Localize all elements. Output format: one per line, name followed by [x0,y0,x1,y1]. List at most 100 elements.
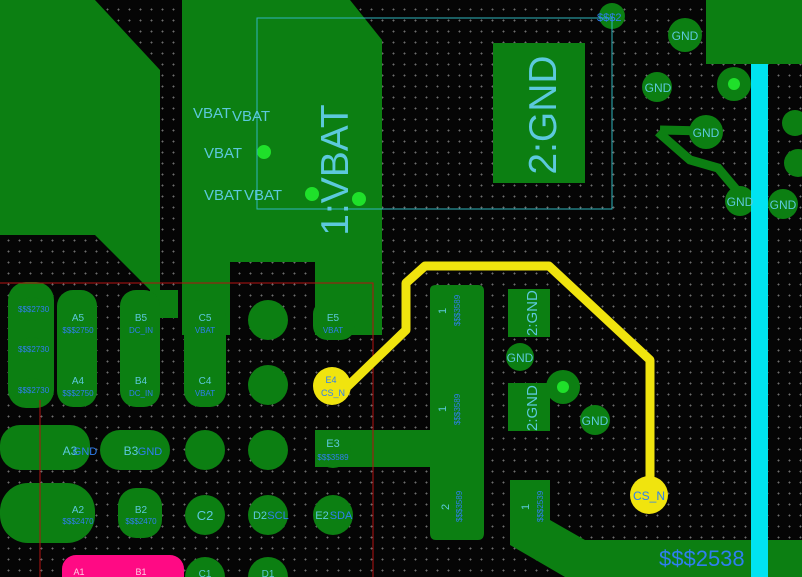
left-pad-via-2 [20,337,44,361]
bga-ball-d2 [248,495,288,535]
bga-pad-a5 [57,290,97,407]
bga-ref-b5: B5 [135,313,148,324]
bga-ref-c5: C5 [199,313,212,324]
left-pad-via-3 [20,378,44,402]
copper-strip-row3 [0,425,90,470]
left-pad-net-3: $$$2730 [18,386,50,395]
bga-ref-e3: E3 [326,438,339,450]
gnd-pad-label-1: 2:GND [524,290,541,336]
left-pad-via-1 [20,297,44,321]
battery-keepout-outline [256,17,613,210]
bottom-net-label: $$$2538 [659,546,745,571]
bga-net-b4: DC_IN [129,389,153,398]
gnd-via-label-1: GND [672,29,699,43]
resistor1-net-3: $$$3589 [455,490,464,522]
gnd-via-center-1 [728,78,740,90]
corner-net-label: $$$2 [597,12,621,24]
bga-net-a4: $$$2750 [62,389,94,398]
bga-ref-d2: D2 [253,510,267,522]
copper-pour-left [0,0,178,318]
resistor1-pin1-b: 1 [437,406,449,412]
cs-n-highlight-trace[interactable] [333,261,655,493]
bga-ref-c2: C2 [197,508,214,523]
top-via [599,3,625,29]
battery-pos-label: 1:VBAT [314,104,357,236]
bga-ref-e4: E4 [325,375,336,385]
gnd-via-label-4: GND [727,195,754,209]
bga-net-b5: DC_IN [129,326,153,335]
bga-pad-b2 [118,488,162,538]
bga-net-b3: GND [138,446,163,458]
vbat-via-2 [305,187,319,201]
gnd-via-mid-3 [768,189,798,219]
cs-n-testpoint-label: CS_N [633,489,665,503]
bga-ref-e2: E2 [315,510,328,522]
cyan-trace [751,64,768,577]
bga-ref-e5: E5 [327,313,340,324]
bga-ball-c2 [185,495,225,535]
vbat-via-label-1: VBAT [193,105,231,122]
gnd-via-label-7: GND [582,414,609,428]
gnd-trace-right [655,128,749,203]
gnd-via-label-3: GND [693,126,720,140]
resistor-gnd-pad-1 [508,289,550,337]
bga-ref-b1: B1 [135,567,146,577]
gnd-pad-label-2: 2:GND [524,385,541,431]
gnd-via-label-6: GND [507,351,534,365]
copper-strip-b3 [100,430,170,470]
bga-net-e2: SDA [330,510,353,522]
gnd-via-r3 [580,405,610,435]
bga-outline-top [0,282,374,577]
gnd-via-center-2 [557,381,569,393]
bga-ref-b3: B3 [124,444,139,458]
vbat-via-label-2: VBAT [232,108,270,125]
gnd-via-top-1 [668,18,702,52]
copper-pour-e3 [315,285,484,540]
left-pad-net-1: $$$2730 [18,305,50,314]
resistor2-pin1: 1 [520,504,532,510]
bga-ref-a2: A2 [72,505,85,516]
bga-ball-e3 [315,432,351,468]
resistor1-pin2: 2 [440,504,452,510]
copper-pour-top-right [706,0,802,64]
bga-net-a2: $$$2470 [62,517,94,526]
bga-pad-a1-magenta [62,555,184,577]
gnd-via-top-2 [642,72,672,102]
gnd-via-mid-1 [689,115,723,149]
bga-ref-a4: A4 [72,376,85,387]
bga-net-e3: $$$3589 [317,453,349,462]
bga-pad-a2 [0,483,95,543]
bga-net-c5: VBAT [195,326,215,335]
resistor1-net-2: $$$3589 [453,393,462,425]
resistor1-net-1: $$$3589 [453,294,462,326]
gnd-via-edge-1 [782,110,802,136]
bga-net-a5: $$$2750 [62,326,94,335]
bga-ref-a3: A3 [63,444,78,458]
bga-ball-d5 [248,300,288,340]
battery-neg-label: 2:GND [522,55,565,174]
left-pad-net-2: $$$2730 [18,345,50,354]
bga-net-e4: CS_N [321,388,345,398]
gnd-via-label-5: GND [770,198,797,212]
bga-ref-b4: B4 [135,376,148,387]
bga-pad-e5 [313,300,355,340]
resistor-gnd-pad-2 [508,383,550,431]
gnd-via-r1 [506,343,534,371]
battery-gnd-pad [493,43,585,183]
bga-net-e5: VBAT [323,326,343,335]
bga-ref-c1: C1 [199,569,212,577]
bga-ref-d1: D1 [262,569,275,577]
bga-net-a3: GND [73,446,98,458]
gnd-via-mid-2 [725,186,755,216]
cs-n-bga-pad[interactable] [313,367,351,405]
bga-ref-a1: A1 [73,567,84,577]
copper-pour-2539 [510,480,802,577]
bga-net-c4: VBAT [195,389,215,398]
gnd-via-label-2: GND [645,81,672,95]
cs-n-test-point[interactable] [630,476,668,514]
bga-pad-b-column [120,290,160,407]
resistor1-pin1: 1 [437,308,449,314]
gnd-via-edge-2 [784,149,802,177]
bga-ball-c1 [185,557,225,577]
